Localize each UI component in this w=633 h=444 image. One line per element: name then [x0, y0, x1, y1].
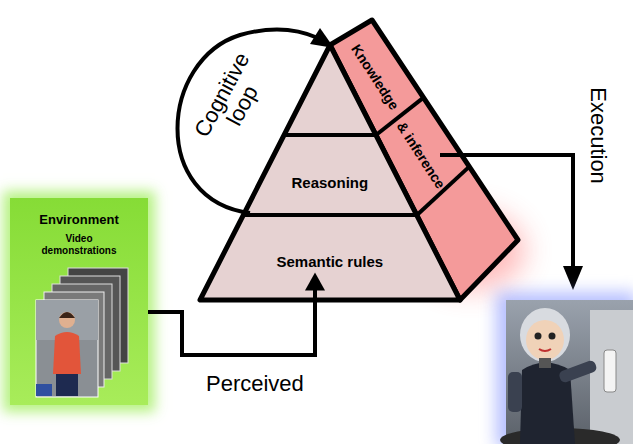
robot-bottle [604, 350, 616, 392]
arrowhead [563, 266, 583, 290]
robot-arm [558, 359, 598, 383]
node-title: Environment [10, 212, 148, 227]
robot-eye [535, 333, 542, 340]
robot-photo [506, 300, 633, 444]
loop-label: Cognitive loop [186, 41, 278, 160]
execution-label: Execution [586, 87, 609, 184]
execution-arrow [440, 155, 573, 272]
video-frames [10, 198, 148, 405]
connector [148, 287, 315, 356]
band-divider [243, 213, 416, 217]
pyramid-band: Semantic rules [273, 251, 388, 272]
robot-eye [549, 333, 556, 340]
robot-face [526, 320, 564, 360]
robot-bench [590, 310, 633, 444]
band-divider [284, 133, 376, 137]
robot-head-back [520, 308, 570, 362]
robot-mouth [539, 349, 551, 351]
robot-neck [539, 358, 551, 368]
node-title: Semantic rules [277, 253, 384, 270]
environment-box: EnvironmentVideo demonstrations [10, 198, 148, 405]
node-title: Reasoning [292, 174, 369, 191]
arrowhead [305, 273, 325, 291]
pyramid-band: Reasoning [288, 172, 373, 193]
node-subtitle: Video demonstrations [29, 233, 129, 257]
edge-label: Perceived [206, 371, 304, 397]
robot-arm [508, 372, 522, 412]
robot-glow [496, 292, 633, 444]
arrowhead [310, 28, 334, 48]
